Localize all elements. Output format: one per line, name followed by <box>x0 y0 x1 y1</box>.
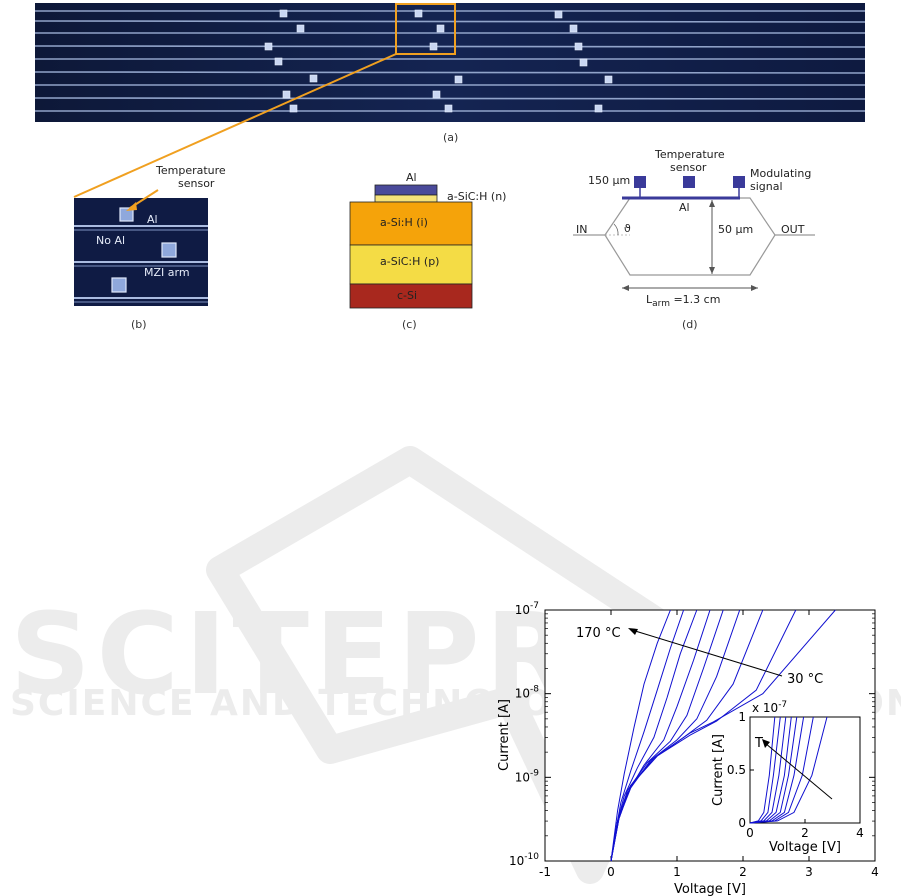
sensor-pad <box>454 75 463 84</box>
inset-x-tick-label: 0 <box>746 826 754 840</box>
x-tick-label: 3 <box>805 865 813 879</box>
annotation-30c: 30 °C <box>787 672 823 687</box>
annotation-170c: 170 °C <box>576 626 621 641</box>
panel-d-pad-size: 150 μm <box>588 174 631 187</box>
layer-label-csi: c-Si <box>397 289 418 302</box>
y-tick-label: 10-8 <box>515 685 540 701</box>
inset-y-tick-label: 0.5 <box>727 763 746 777</box>
sensor-pad <box>436 24 445 33</box>
panel-b-temperature-label: Temperature <box>156 164 226 177</box>
layer-label-i: a-Si:H (i) <box>380 216 428 229</box>
zoom-lines <box>73 53 397 198</box>
panel-b-mzi-label: MZI arm <box>144 266 190 279</box>
panel-d-out-label: OUT <box>781 223 805 236</box>
layer-i <box>349 201 473 246</box>
pad-mid <box>683 176 695 188</box>
x-tick-label: 1 <box>673 865 681 879</box>
waveguide-line <box>35 97 865 100</box>
panel-d-al-label: Al <box>679 201 690 214</box>
sensor-pad <box>309 74 318 83</box>
sensor-pad <box>569 24 578 33</box>
panel-d-theta-label: ϑ <box>624 222 631 235</box>
sensor-pad <box>274 57 283 66</box>
panel-d-modulating-label: Modulating <box>750 167 812 180</box>
iv-series-line <box>610 609 671 862</box>
caption-c: (c) <box>402 318 417 331</box>
inset-arrowhead <box>762 739 770 748</box>
inset-y-tick-label: 0 <box>738 816 746 830</box>
sensor-pad <box>432 90 441 99</box>
panel-b-micrograph <box>74 198 208 306</box>
sensor-pad <box>444 104 453 113</box>
sensor-pad <box>429 42 438 51</box>
inset-x-tick-label: 4 <box>856 826 864 840</box>
panel-b-arrow <box>126 189 159 211</box>
pad-right <box>733 176 745 188</box>
inset-plot-area <box>749 716 861 824</box>
panel-b-sensor-label: sensor <box>178 177 215 190</box>
sensor-pad <box>264 42 273 51</box>
y-tick-label: 10-9 <box>515 768 540 784</box>
annotation-arrow <box>631 629 783 677</box>
panel-c-layer-stack <box>349 184 473 309</box>
caption-d: (d) <box>682 318 698 331</box>
sensor-pad <box>554 10 563 19</box>
panel-d-sensor-label: sensor <box>670 161 707 174</box>
length-val: =1.3 cm <box>669 293 721 306</box>
inset-y-tick-label: 1 <box>738 710 746 724</box>
waveguide-line <box>35 45 865 48</box>
length-l: L <box>646 293 653 306</box>
panel-d-schematic <box>573 176 815 291</box>
panel-b-no-al-label: No Al <box>96 234 126 247</box>
sensor-pad <box>604 75 613 84</box>
panel-d-signal-label: signal <box>750 180 783 193</box>
main-xlabel: Voltage [V] <box>674 882 746 896</box>
x-tick-label: 2 <box>739 865 747 879</box>
layer-p <box>349 244 473 285</box>
panel-d-temperature-label: Temperature <box>655 148 725 161</box>
sensor-pad <box>574 42 583 51</box>
y-tick-label: 10-10 <box>509 852 539 868</box>
sensor-pad <box>414 9 423 18</box>
layer-label-n: a-SiC:H (n) <box>447 190 507 203</box>
length-sub: arm <box>652 299 670 310</box>
x-tick-label: 4 <box>871 865 879 879</box>
panel-d-height-label: 50 μm <box>718 223 754 236</box>
waveguide-line <box>35 20 865 23</box>
layer-csi <box>349 283 473 309</box>
inset-series-line <box>749 716 828 824</box>
panel-a-micrograph <box>35 3 865 122</box>
layer-al <box>374 184 438 196</box>
sensor-pad <box>579 58 588 67</box>
layer-label-p: a-SiC:H (p) <box>380 255 440 268</box>
y-tick-label: 10-7 <box>515 601 539 617</box>
inset-xlabel: Voltage [V] <box>769 840 841 855</box>
iv-series-line <box>610 609 836 862</box>
sensor-pad <box>282 90 291 99</box>
waveguide-line <box>35 71 865 74</box>
main-ylabel: Current [A] <box>497 699 512 771</box>
inset-chart: 0 2 4 0 0.5 1 x 10-7T Voltage [V] Current [A] <box>711 700 864 855</box>
inset-ylabel: Current [A] <box>711 734 726 806</box>
sensor-pad <box>296 24 305 33</box>
inset-arrow <box>764 742 833 800</box>
sensor-pad <box>279 9 288 18</box>
inset-annotation-t: T <box>754 736 763 751</box>
annotation-arrowhead <box>628 628 638 635</box>
layer-label-al: Al <box>406 171 417 184</box>
panel-d-length-label: Larm =1.3 cm <box>646 293 720 309</box>
x-tick-label: -1 <box>539 865 551 879</box>
caption-b: (b) <box>131 318 147 331</box>
inset-x-tick-label: 2 <box>801 826 809 840</box>
inset-multiplier: x 10-7 <box>752 700 787 715</box>
panel-d-in-label: IN <box>576 223 588 236</box>
x-tick-label: 0 <box>607 865 615 879</box>
panel-b-al-label: Al <box>147 213 158 226</box>
layer-n <box>374 194 438 203</box>
caption-a: (a) <box>443 131 459 144</box>
sensor-pad <box>594 104 603 113</box>
iv-chart: -1 0 1 2 3 4 10-10 10-9 10-8 10-7 170 °C 30 °C Vol… <box>497 601 879 896</box>
sensor-pad <box>289 104 298 113</box>
pad-left <box>634 176 646 188</box>
